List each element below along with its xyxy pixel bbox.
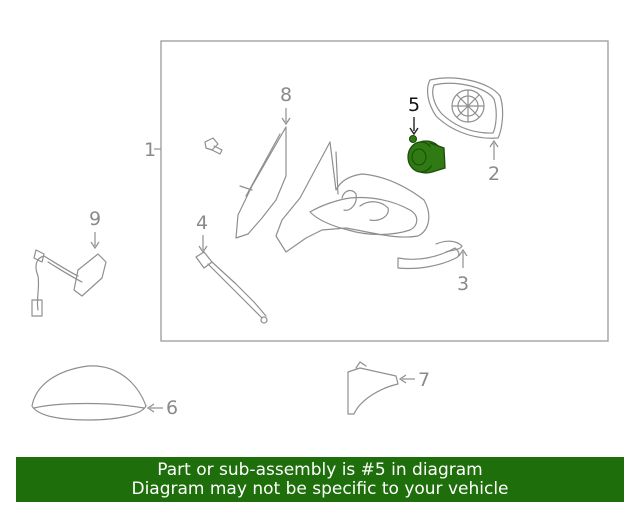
mirror-glass-part xyxy=(426,77,504,139)
bolt-part xyxy=(204,137,223,155)
wiring-harness-part xyxy=(31,249,107,317)
callout-5: 5 xyxy=(408,94,420,116)
banner-line-2: Diagram may not be specific to your vehi… xyxy=(131,478,509,499)
lower-cover-part xyxy=(347,361,399,415)
mirror-housing-part xyxy=(275,141,430,253)
callout-4: 4 xyxy=(196,212,208,234)
callout-9: 9 xyxy=(89,208,101,230)
mirror-cap-part xyxy=(31,365,147,421)
banner-line-1: Part or sub-assembly is #5 in diagram xyxy=(157,459,483,480)
assembly-frame xyxy=(160,40,609,342)
mirror-motor-part xyxy=(407,134,446,174)
sensor-wire-part xyxy=(195,251,268,324)
callout-2: 2 xyxy=(488,163,500,185)
callout-6: 6 xyxy=(166,397,178,419)
base-cover-part xyxy=(235,126,287,239)
info-banner: Part or sub-assembly is #5 in diagram Di… xyxy=(16,457,624,502)
callout-1: 1 xyxy=(144,139,156,161)
callout-8: 8 xyxy=(280,84,292,106)
turn-signal-part xyxy=(397,240,463,270)
callout-7: 7 xyxy=(418,369,430,391)
callout-3: 3 xyxy=(457,273,469,295)
